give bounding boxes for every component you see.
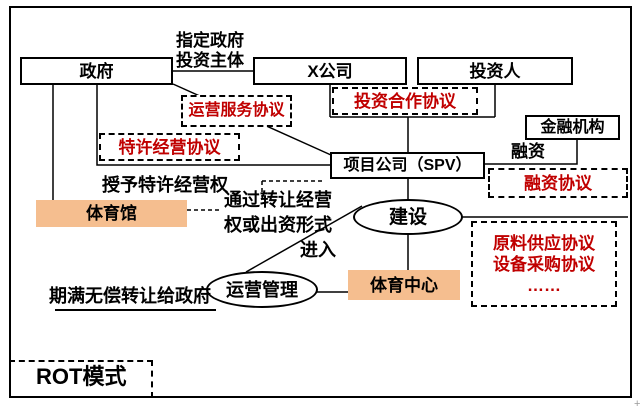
node-investor-label: 投资人 <box>469 61 521 81</box>
node-financial-institution: 金融机构 <box>525 115 620 140</box>
line-spv-financial-elbow <box>485 140 578 165</box>
agreement-franchise-label: 特许经营协议 <box>118 137 221 157</box>
node-gymnasium-label: 体育馆 <box>86 204 137 223</box>
label-expire-transfer: 期满无偿转让给政府 <box>49 286 211 306</box>
agreement-financing-label: 融资协议 <box>524 173 592 193</box>
agreement-supply-line-2: 设备采购协议 <box>493 255 595 274</box>
agreement-supply-line-3: …… <box>527 276 561 295</box>
rot-mode-frame <box>9 360 153 398</box>
node-construction-label: 建设 <box>388 206 427 228</box>
node-operation-management-label: 运营管理 <box>226 279 298 300</box>
node-operation-management: 运营管理 <box>206 271 318 308</box>
agreement-operation-service-label: 运营服务协议 <box>188 102 285 119</box>
cursor-artifact: + <box>634 398 641 409</box>
label-designated-investor: 指定政府 投资主体 <box>176 31 244 71</box>
agreement-franchise: 特许经营协议 <box>99 133 240 161</box>
diagram-frame <box>9 6 632 398</box>
node-sports-center-label: 体育中心 <box>370 275 438 295</box>
label-financing: 融资 <box>511 142 545 161</box>
node-x-company: X公司 <box>253 57 407 85</box>
node-spv: 项目公司（SPV） <box>330 152 485 179</box>
label-entry-line-1: 通过转让经营 <box>224 190 332 210</box>
agreement-investment-cooperation-label: 投资合作协议 <box>354 91 456 111</box>
label-designated-line-2: 投资主体 <box>176 51 244 70</box>
agreement-supply-line-1: 原料供应协议 <box>493 234 595 253</box>
line-government-spv-elbow <box>96 84 331 166</box>
label-grant-franchise: 授予特许经营权 <box>102 175 228 195</box>
node-construction: 建设 <box>353 199 463 235</box>
agreement-financing: 融资协议 <box>488 168 628 198</box>
node-sports-center: 体育中心 <box>348 270 460 300</box>
agreement-supply: 原料供应协议 设备采购协议 …… <box>471 221 617 307</box>
label-designated-line-1: 指定政府 <box>176 31 244 50</box>
node-gymnasium: 体育馆 <box>36 200 187 227</box>
agreement-operation-service: 运营服务协议 <box>181 95 292 127</box>
line-operation-construction-diagonal <box>245 205 363 273</box>
label-rot-mode: ROT模式 <box>36 364 127 389</box>
node-government-label: 政府 <box>79 61 114 81</box>
node-x-company-label: X公司 <box>307 61 353 81</box>
node-spv-label: 项目公司（SPV） <box>343 156 472 174</box>
node-investor: 投资人 <box>417 57 573 85</box>
label-entry-method: 通过转让经营 权或出资形式 进入 <box>218 188 338 263</box>
node-financial-institution-label: 金融机构 <box>540 118 605 136</box>
label-entry-line-3: 进入 <box>300 240 336 260</box>
agreement-investment-cooperation: 投资合作协议 <box>332 87 478 115</box>
label-entry-line-2: 权或出资形式 <box>224 215 332 235</box>
node-government: 政府 <box>20 57 173 85</box>
